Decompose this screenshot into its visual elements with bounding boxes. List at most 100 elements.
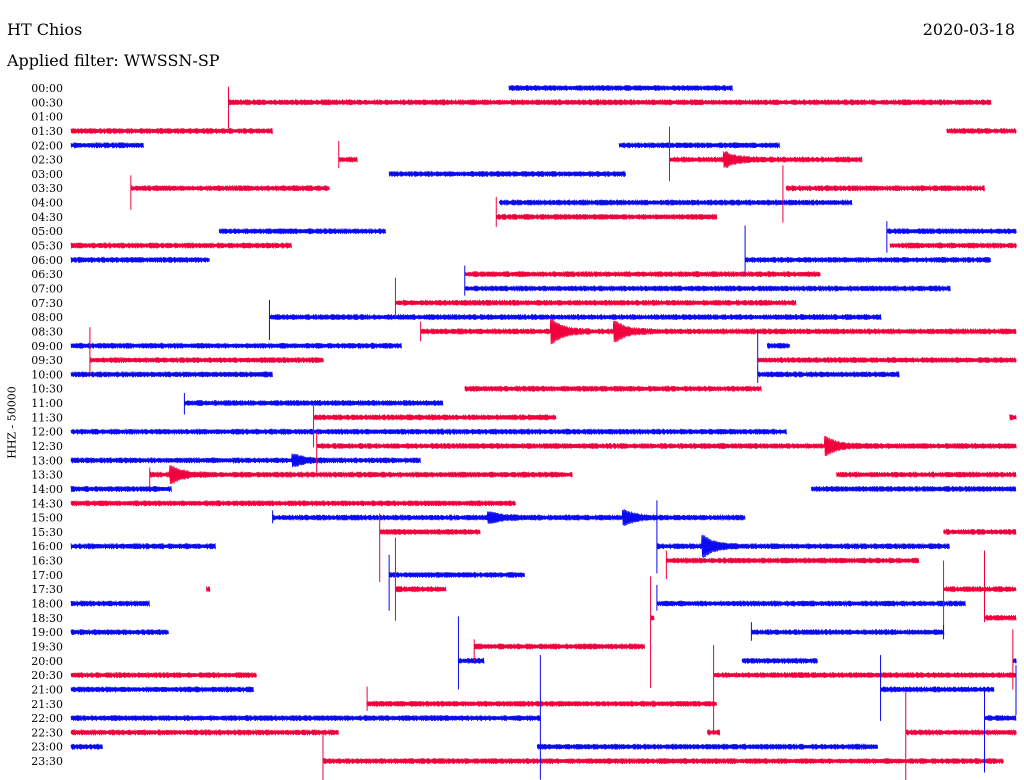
time-label: 04:30: [31, 211, 63, 224]
time-label: 14:00: [31, 483, 63, 496]
time-label: 14:30: [31, 497, 63, 510]
trace-segment: [338, 156, 358, 163]
trace-segment: [130, 185, 330, 192]
trace-segment: [70, 342, 402, 349]
trace-segment: [665, 557, 920, 564]
trace-segment: [656, 534, 950, 558]
time-label: 15:30: [31, 526, 63, 539]
trace-segment: [70, 543, 216, 550]
time-label: 09:30: [31, 354, 63, 367]
time-label: 03:30: [31, 182, 63, 195]
trace-segment: [1012, 658, 1017, 664]
trace-segment: [669, 151, 863, 169]
time-label: 16:00: [31, 540, 63, 553]
trace-segment: [810, 485, 1017, 492]
trace-segment: [508, 84, 733, 92]
trace-segment: [464, 271, 821, 278]
time-label: 00:00: [31, 82, 63, 95]
trace-segment: [70, 371, 273, 378]
trace-segment: [984, 614, 1017, 621]
time-label: 12:30: [31, 440, 63, 453]
trace-segment: [313, 414, 557, 421]
time-label: 02:00: [31, 139, 63, 152]
time-label: 19:00: [31, 626, 63, 639]
trace-segment: [70, 453, 421, 468]
time-label: 06:00: [31, 254, 63, 267]
trace-segment: [388, 170, 626, 177]
trace-segment: [70, 127, 273, 134]
trace-segment: [757, 357, 1017, 364]
time-label: 20:00: [31, 655, 63, 668]
date-label: 2020-03-18: [922, 20, 1015, 39]
trace-segment: [766, 342, 791, 349]
time-label: 21:00: [31, 683, 63, 696]
time-label: 10:00: [31, 368, 63, 381]
time-label: 09:00: [31, 340, 63, 353]
trace-segment: [706, 729, 721, 736]
trace-segment: [656, 600, 966, 607]
trace-segment: [70, 743, 103, 750]
trace-segment: [70, 428, 787, 435]
time-label: 16:30: [31, 555, 63, 568]
trace-segment: [650, 615, 655, 621]
trace-segment: [316, 435, 1017, 457]
time-label: 11:30: [31, 411, 63, 424]
time-label: 01:30: [31, 125, 63, 138]
trace-segment: [836, 471, 1017, 478]
trace-segment: [322, 757, 1004, 765]
trace-segment: [889, 242, 1017, 249]
time-label: 04:00: [31, 197, 63, 210]
trace-segment: [70, 500, 516, 507]
trace-segment: [70, 142, 144, 149]
time-label: 02:30: [31, 154, 63, 167]
time-label: 13:30: [31, 469, 63, 482]
time-label: 10:30: [31, 383, 63, 396]
trace-segment: [536, 743, 879, 750]
filter-label: Applied filter: WWSSN-SP: [7, 51, 220, 70]
time-label: 17:00: [31, 569, 63, 582]
time-label: 11:00: [31, 397, 63, 410]
trace-segment: [70, 686, 254, 693]
time-label: 00:30: [31, 96, 63, 109]
trace-segment: [89, 357, 324, 364]
trace-segment: [499, 199, 853, 206]
trace-segment: [744, 256, 991, 263]
trace-segment: [741, 657, 818, 664]
time-label: 19:30: [31, 640, 63, 653]
trace-segment: [206, 586, 211, 593]
time-label: 05:30: [31, 240, 63, 253]
time-label: 12:00: [31, 426, 63, 439]
time-label: 05:00: [31, 225, 63, 238]
trace-segment: [70, 242, 292, 249]
trace-segment: [618, 142, 780, 149]
time-label: 17:30: [31, 583, 63, 596]
time-label: 01:00: [31, 111, 63, 124]
trace-segment: [943, 586, 1017, 593]
trace-segment: [70, 600, 150, 607]
trace-segment: [269, 314, 882, 321]
trace-segment: [70, 729, 339, 736]
time-label: 23:30: [31, 755, 63, 768]
trace-segment: [905, 729, 1017, 736]
time-label: 15:00: [31, 512, 63, 525]
trace-segment: [984, 715, 1017, 722]
trace-segment: [388, 571, 525, 578]
time-label: 03:00: [31, 168, 63, 181]
time-label: 18:00: [31, 598, 63, 611]
trace-segment: [886, 228, 1017, 235]
trace-segment: [751, 629, 945, 636]
time-label: 18:30: [31, 612, 63, 625]
time-label: 23:00: [31, 741, 63, 754]
trace-segment: [464, 285, 951, 292]
trace-segment: [379, 528, 481, 535]
trace-segment: [946, 127, 1017, 134]
trace-segment: [420, 318, 1017, 345]
trace-segment: [495, 213, 718, 220]
trace-segment: [70, 672, 257, 679]
trace-segment: [757, 371, 900, 378]
trace-segment: [366, 700, 717, 707]
trace-segment: [395, 586, 447, 593]
time-label: 06:30: [31, 268, 63, 281]
trace-segment: [272, 509, 746, 526]
time-label: 20:30: [31, 669, 63, 682]
